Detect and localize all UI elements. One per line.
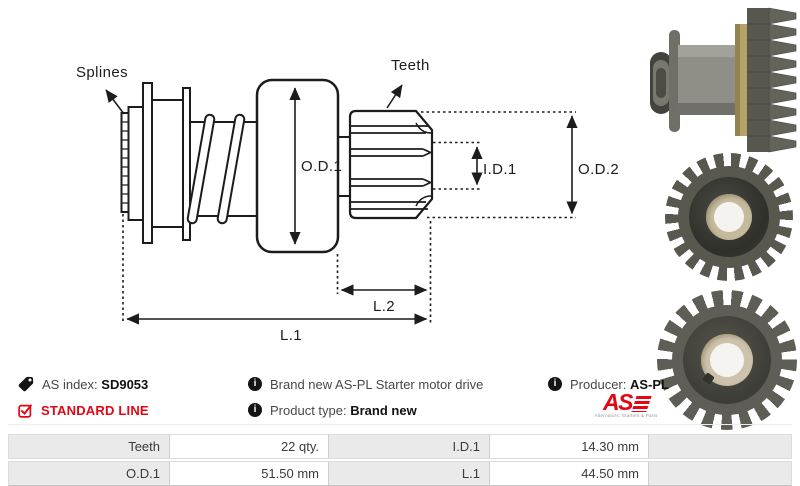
spec-value-teeth: 22 qty. [169, 435, 329, 458]
spec-label-od1: O.D.1 [126, 466, 160, 481]
dimension-lines [105, 84, 578, 325]
spring-coil [216, 113, 246, 225]
info-icon: i [248, 403, 262, 417]
table-row: Teeth 22 qty. I.D.1 14.30 mm [8, 434, 792, 459]
info-table-divider [8, 424, 792, 425]
label-splines: Splines [76, 64, 128, 81]
producer-row: i Producer: AS-PL [548, 375, 669, 393]
logo-stripes-icon [631, 396, 652, 412]
extension-lines [122, 214, 432, 324]
spline-hatching [121, 121, 129, 204]
technical-drawing: Splines Teeth O.D.1 I.D.1 O.D.2 L.2 L.1 [76, 57, 619, 344]
label-l2: L.2 [373, 298, 395, 315]
table-row: O.D.1 51.50 mm L.1 44.50 mm [8, 461, 792, 486]
spec-filler-cell [649, 435, 791, 458]
spec-value-od1: 51.50 mm [169, 462, 329, 485]
label-teeth: Teeth [391, 57, 430, 74]
brand-note-text: Brand new AS-PL Starter motor drive [270, 376, 484, 392]
spring-coil [186, 113, 216, 225]
standard-line-row: STANDARD LINE [18, 401, 149, 419]
pinion-teeth-lines [350, 125, 433, 210]
as-index-text: AS index: SD9053 [42, 376, 149, 392]
info-icon: i [248, 377, 262, 391]
as-pl-logo: AS Alternators, Starters & Parts [588, 389, 664, 419]
info-icon: i [548, 377, 562, 391]
spec-label-teeth: Teeth [128, 439, 160, 454]
label-l1: L.1 [280, 327, 302, 344]
teeth-callout-arrow [386, 84, 403, 109]
brand-note-row: i Brand new AS-PL Starter motor drive [248, 375, 483, 393]
product-type-row: i Product type: Brand new [248, 401, 417, 419]
producer-text: Producer: AS-PL [570, 376, 669, 392]
checkbox-checked-icon [18, 403, 32, 418]
logo-tagline: Alternators, Starters & Parts [594, 413, 658, 418]
spec-label-id1: I.D.1 [452, 439, 480, 454]
product-photo-angled-view [657, 290, 797, 430]
product-type-text: Product type: Brand new [270, 402, 417, 418]
gear-teeth-side [768, 7, 797, 153]
label-od2: O.D.2 [578, 161, 619, 178]
label-id1: I.D.1 [483, 161, 517, 178]
splines-callout-arrow [105, 89, 125, 115]
product-photo-front-view [665, 153, 793, 281]
spec-value-l1: 44.50 mm [489, 462, 649, 485]
tag-icon [18, 376, 34, 392]
spec-table: Teeth 22 qty. I.D.1 14.30 mm O.D.1 51.50… [8, 434, 792, 486]
spec-filler-cell [649, 462, 791, 485]
logo-wordmark: AS [603, 389, 633, 415]
product-photo-side-view [650, 7, 797, 153]
label-od1: O.D.1 [301, 158, 342, 175]
as-index-row: AS index: SD9053 [18, 375, 148, 393]
starter-drive-outline [120, 78, 434, 254]
spec-label-l1: L.1 [461, 466, 480, 481]
pinion-gear [348, 109, 434, 220]
standard-line-badge: STANDARD LINE [41, 402, 149, 418]
spec-value-id1: 14.30 mm [489, 435, 649, 458]
